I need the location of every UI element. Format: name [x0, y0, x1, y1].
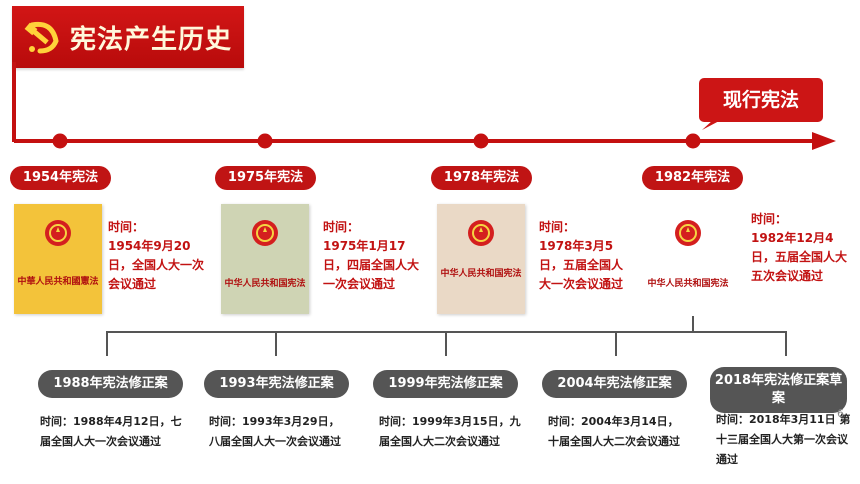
timeline — [14, 132, 836, 150]
constitution-1975-info: 时间： 1975年1月17日，四届全国人大一次会议通过 — [323, 218, 429, 294]
time-label: 时间： — [539, 220, 576, 234]
national-emblem-icon — [252, 220, 278, 246]
cover-title: 中华人民共和国宪法 — [224, 279, 306, 289]
constitution-1954-label: 1954年宪法 — [10, 166, 111, 190]
constitution-1982-label: 1982年宪法 — [642, 166, 743, 190]
title-banner: 宪法产生历史 — [12, 6, 244, 68]
constitution-1954-info: 时间： 1954年9月20日，全国人大一次会议通过 — [108, 218, 212, 294]
cover-title: 中華人民共和國憲法 — [17, 277, 99, 287]
cover-1982: 中华人民共和国宪法 — [644, 204, 732, 314]
current-constitution-callout: 现行宪法 — [699, 78, 823, 122]
cover-1975: 中华人民共和国宪法 — [221, 204, 309, 314]
constitution-1978-info: 时间： 1978年3月5日，五届全国人大一次会议通过 — [539, 218, 631, 294]
amendment-1993-info: 时间：1993年3月29日，八届全国人大一次会议通过 — [209, 415, 341, 448]
constitution-1982-info: 时间： 1982年12月4日，五届全国人大五次会议通过 — [751, 210, 855, 286]
cover-1978: 中华人民共和国宪法 — [437, 204, 525, 314]
national-emblem-icon — [468, 220, 494, 246]
time-label: 时间： — [751, 212, 788, 226]
info-text: 1975年1月17日，四届全国人大一次会议通过 — [323, 239, 420, 291]
amendment-1999-label: 1999年宪法修正案 — [373, 370, 518, 398]
amendment-2004-info: 时间：2004年3月14日，十届全国人大二次会议通过 — [548, 415, 680, 448]
info-text: 1954年9月20日，全国人大一次会议通过 — [108, 239, 205, 291]
info-text: 1982年12月4日，五届全国人大五次会议通过 — [751, 231, 848, 283]
amendment-2018-label: 2018年宪法修正案草案 — [710, 367, 847, 413]
amendment-1993-label: 1993年宪法修正案 — [204, 370, 349, 398]
page-title: 宪法产生历史 — [70, 25, 233, 55]
amendment-2004-label: 2004年宪法修正案 — [542, 370, 687, 398]
national-emblem-icon — [675, 220, 701, 246]
amendment-connector — [106, 316, 787, 356]
amendment-1999-info: 时间：1999年3月15日，九届全国人大二次会议通过 — [379, 415, 521, 448]
amendment-1988-info: 时间：1988年4月12日，七届全国人大一次会议通过 — [40, 415, 182, 448]
hammer-sickle-icon — [24, 21, 59, 54]
cover-title: 中华人民共和国宪法 — [647, 279, 729, 289]
page-number: 6 — [837, 407, 844, 420]
info-text: 1978年3月5日，五届全国人大一次会议通过 — [539, 239, 624, 291]
title-stem — [12, 62, 16, 142]
constitution-1975-label: 1975年宪法 — [215, 166, 316, 190]
constitution-1978-label: 1978年宪法 — [431, 166, 532, 190]
amendment-1988-label: 1988年宪法修正案 — [38, 370, 183, 398]
national-emblem-icon — [45, 220, 71, 246]
time-label: 时间： — [323, 220, 360, 234]
cover-1954: 中華人民共和國憲法 — [14, 204, 102, 314]
amendment-2018-info: 时间：2018年3月11日 第十三届全国人大第一次会议通过 — [716, 413, 851, 466]
cover-title: 中华人民共和国宪法 — [440, 269, 522, 279]
time-label: 时间： — [108, 220, 145, 234]
